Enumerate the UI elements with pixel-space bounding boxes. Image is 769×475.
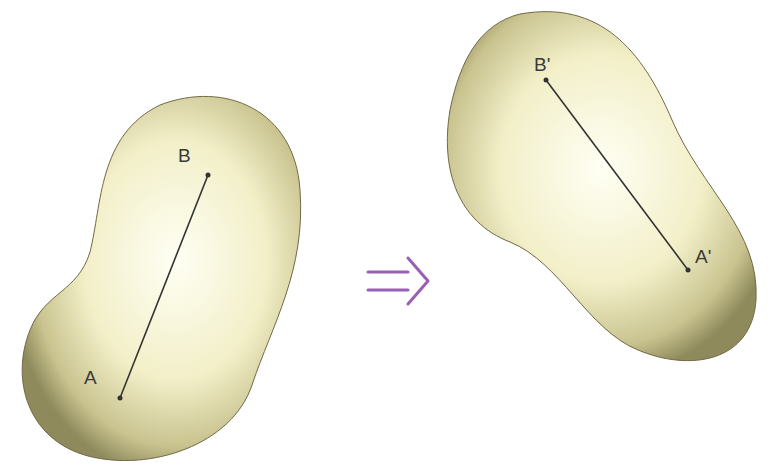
implies-arrow — [368, 258, 428, 304]
point-label: B' — [534, 55, 550, 74]
segment — [546, 80, 688, 270]
bean-shape — [22, 96, 301, 460]
point — [686, 268, 691, 273]
point-label: A — [84, 368, 97, 387]
point-label: A' — [695, 247, 711, 266]
point-label: B — [178, 146, 191, 165]
point — [206, 173, 211, 178]
segment — [120, 175, 208, 398]
point — [118, 396, 123, 401]
point — [544, 78, 549, 83]
bean-shape — [447, 12, 756, 361]
